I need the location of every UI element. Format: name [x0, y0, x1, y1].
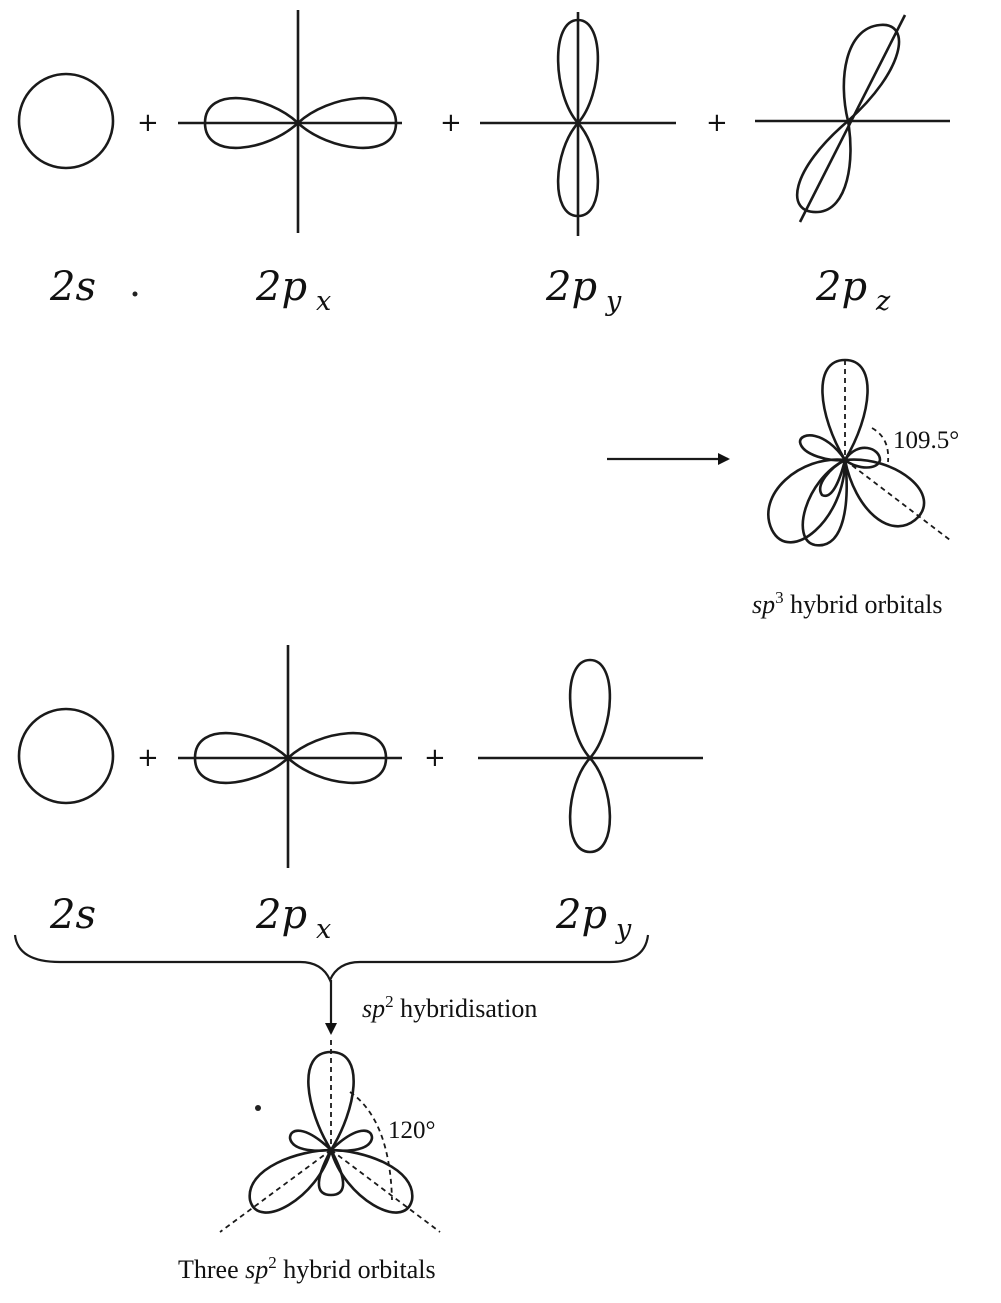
svg-text:2p: 2p: [555, 892, 607, 938]
top-label-2px: 2p x: [255, 264, 331, 317]
sp2-hybrid-orbitals-figure: [219, 1040, 441, 1233]
grouping-brace: [13, 934, 650, 983]
svg-text:y: y: [605, 286, 622, 317]
bottom-2s-orbital: [17, 707, 115, 805]
top-2px-orbital: [178, 10, 402, 233]
scan-speck: [132, 291, 138, 297]
bottom-2px-orbital: [178, 645, 402, 868]
svg-text:2p: 2p: [255, 892, 307, 938]
svg-text:2p: 2p: [815, 264, 867, 310]
top-row: + + + 2s 2p x 2p: [17, 10, 950, 317]
top-2pz-orbital: [755, 14, 950, 223]
top-label-2py: 2p y: [545, 264, 622, 317]
bottom-plus-2: +: [424, 743, 446, 773]
sp2-angle-label: 120°: [388, 1117, 436, 1144]
sp3-result: 109.5° sp3 hybrid orbitals: [607, 358, 959, 619]
top-label-2pz: 2p z: [815, 264, 891, 317]
bottom-plus-1: +: [137, 743, 159, 773]
svg-text:z: z: [875, 286, 891, 317]
top-plus-2: +: [440, 108, 462, 138]
svg-text:x: x: [316, 286, 331, 317]
top-plus-3: +: [706, 108, 728, 138]
sp3-angle-label: 109.5°: [893, 427, 959, 454]
scan-speck: [255, 1105, 261, 1111]
sp2-arrow-label: sp2 hybridisation: [362, 992, 537, 1023]
top-2s-orbital: [17, 72, 115, 170]
sp3-hybrid-orbitals-figure: [767, 358, 951, 547]
bottom-label-2px: 2p x: [255, 892, 331, 945]
bottom-2py-orbital: [478, 658, 703, 854]
top-label-2s: 2s: [49, 264, 96, 310]
sp2-result: sp2 hybridisation 120° Three sp2 hybrid …: [178, 980, 537, 1284]
sp3-caption: sp3 hybrid orbitals: [752, 588, 943, 619]
bottom-label-2s: 2s: [49, 892, 96, 938]
svg-text:x: x: [316, 914, 331, 945]
svg-text:2p: 2p: [545, 264, 597, 310]
svg-text:y: y: [615, 914, 632, 945]
top-2py-orbital: [480, 12, 676, 236]
bottom-label-2py: 2p y: [555, 892, 632, 945]
top-plus-1: +: [137, 108, 159, 138]
bottom-row: + + 2s 2p x 2p y: [13, 645, 703, 983]
svg-text:2p: 2p: [255, 264, 307, 310]
sp2-caption: Three sp2 hybrid orbitals: [178, 1253, 436, 1284]
